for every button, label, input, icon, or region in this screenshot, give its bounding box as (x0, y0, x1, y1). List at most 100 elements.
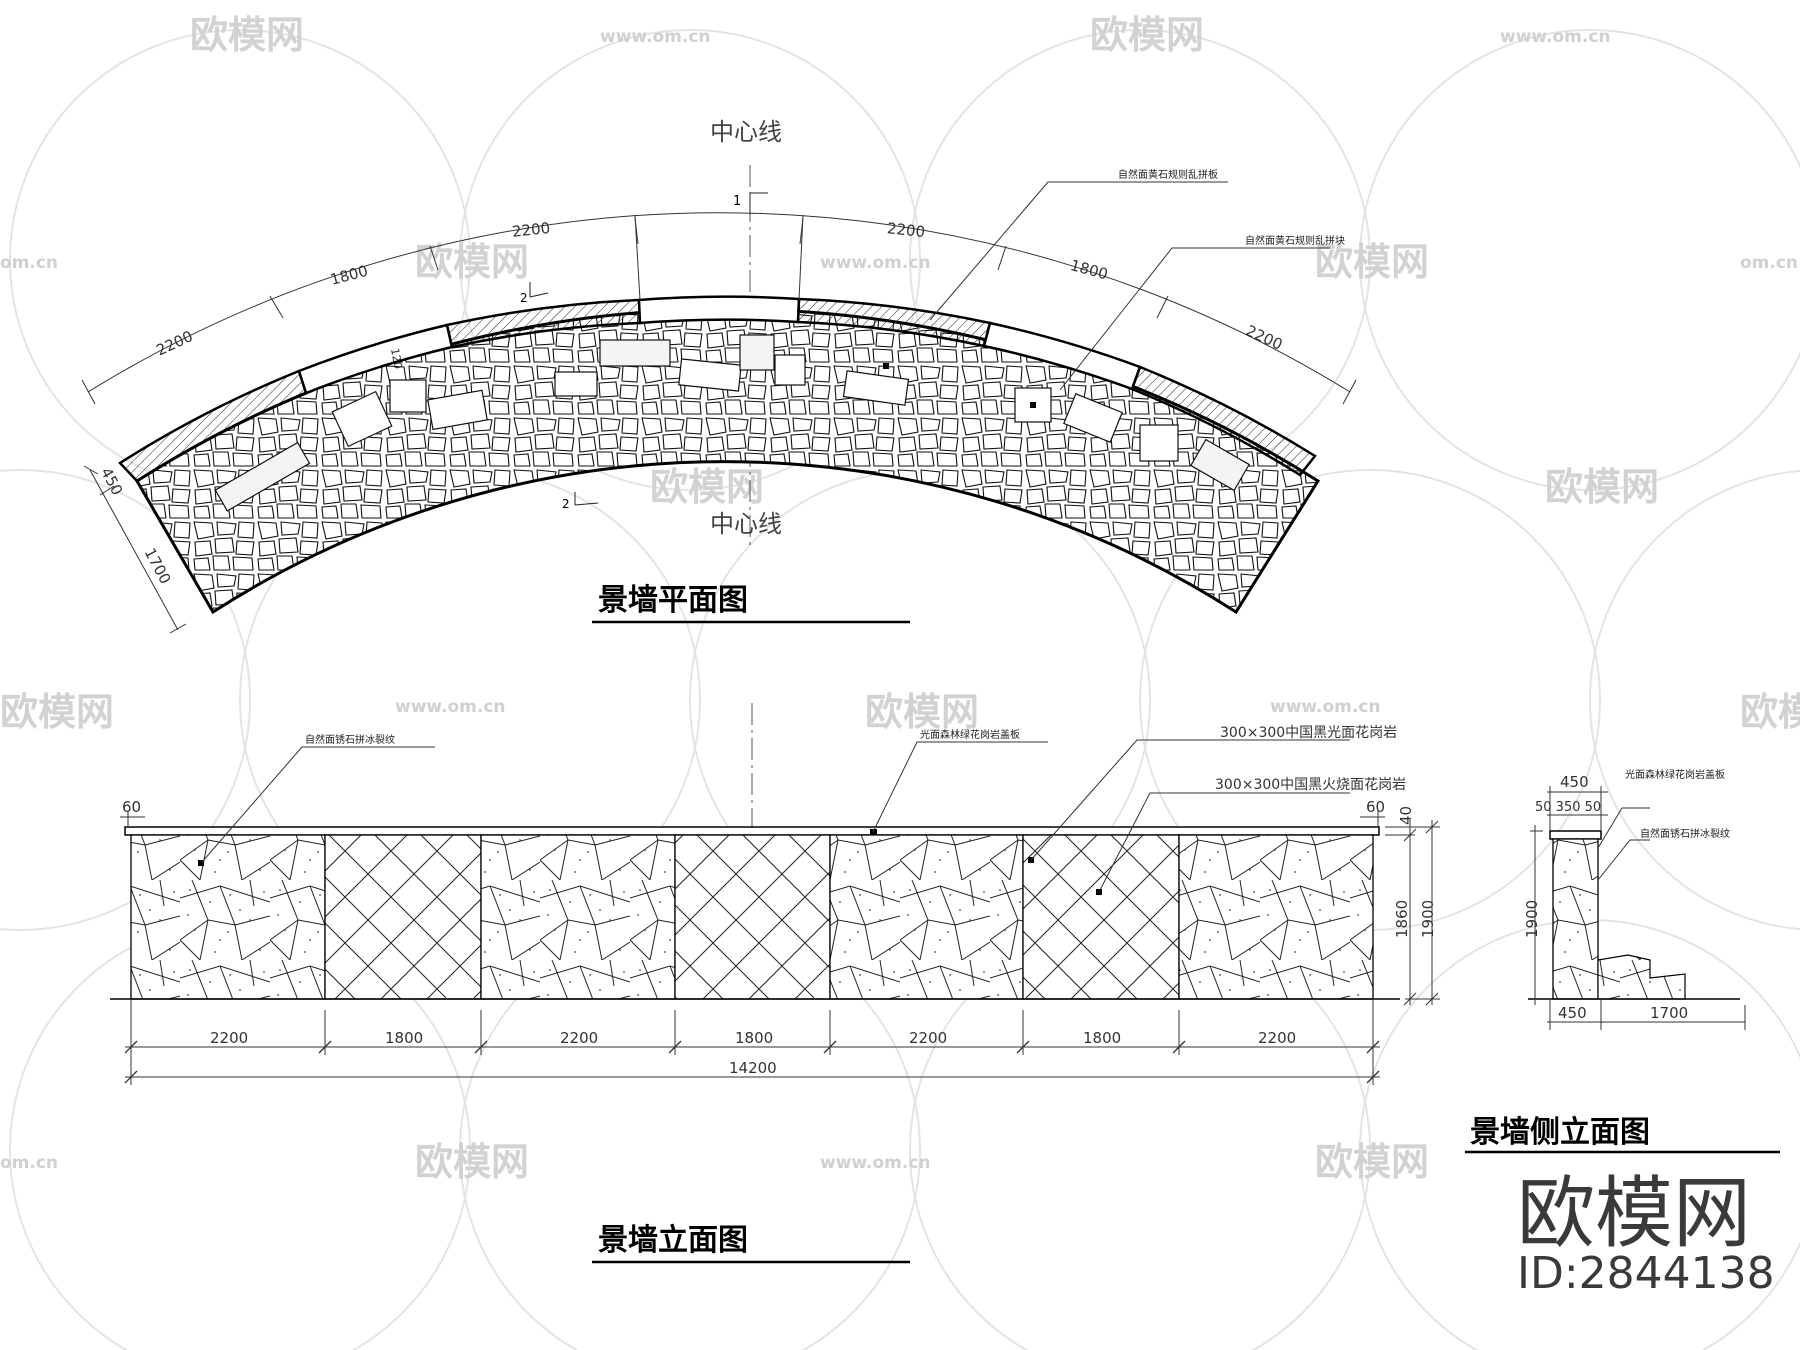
plan-view: 中心线 中心线 1 (81, 118, 1357, 634)
panel-diamond-tile (324, 834, 482, 1000)
brand-logo-text: 欧模网 (1517, 1169, 1751, 1259)
elevation-total-length: 14200 (729, 1059, 777, 1077)
elevation-marker-dot (198, 860, 204, 866)
panel-diamond-tile (674, 834, 831, 1000)
elevation-dim-body-height: 1860 (1393, 900, 1411, 938)
side-dim-base-b: 1700 (1650, 1004, 1688, 1022)
watermark-url: www.om.cn (820, 253, 931, 273)
section-mark-mid: 2 (520, 291, 528, 305)
watermark-url: www.om.cn (820, 1153, 931, 1173)
elevation-title: 景墙立面图 (598, 1223, 748, 1258)
side-note-cap: 光面森林绿花岗岩盖板 (1625, 768, 1725, 781)
plan-dim-right-2: 1800 (1068, 256, 1110, 283)
watermark-logo: 欧模网 (650, 465, 764, 509)
watermark-url: www.om.cn (600, 27, 711, 47)
brand-id: ID:2844138 (1517, 1248, 1775, 1299)
elevation-dim-cap-right: 60 (1366, 798, 1385, 816)
watermark-logo: 欧模网 (190, 13, 304, 57)
watermark-url: www.om.cn (1270, 697, 1381, 717)
watermark-url: www.om.cn (1500, 27, 1611, 47)
side-dim-height: 1900 (1523, 900, 1541, 938)
section-mark-bottom: 2 (562, 497, 570, 511)
plan-dim-right-1: 2200 (886, 219, 926, 241)
elevation-dim-total-height: 1900 (1419, 900, 1437, 938)
side-steps (1528, 954, 1740, 1000)
watermark-url-fragment: om.cn (0, 253, 58, 273)
elevation-seg-4: 1800 (735, 1029, 773, 1047)
watermark-logo: 欧模网 (0, 690, 114, 734)
wall-segment-hatched (1130, 365, 1317, 477)
elevation-note-cap: 光面森林绿花岗岩盖板 (920, 728, 1020, 741)
elevation-seg-6: 1800 (1083, 1029, 1121, 1047)
elevation-panels (130, 834, 1374, 1000)
brand-stamp: 欧模网 ID:2844138 (1517, 1169, 1775, 1299)
watermark-logo: 欧模网 (1315, 240, 1429, 284)
side-note-face: 自然面锈石拼冰裂纹 (1640, 827, 1730, 840)
section-mark-bottom-tick (574, 492, 599, 506)
elevation-note-tile-1: 300×300中国黑光面花岗岩 (1220, 725, 1397, 741)
watermark-logo: 欧模网 (1740, 690, 1800, 734)
elevation-coping (124, 826, 1380, 836)
watermark-logo: 欧模网 (1090, 13, 1204, 57)
elevation-view: 自然面锈石拼冰裂纹 光面森林绿花岗岩盖板 300×300中国黑光面花岗岩 300… (110, 703, 1440, 1264)
panel-crazy-paving (829, 834, 1024, 1000)
side-wall-cap (1549, 830, 1602, 840)
watermark-url: www.om.cn (395, 697, 506, 717)
plan-dim-left-2: 1800 (328, 262, 370, 289)
elevation-seg-5: 2200 (909, 1029, 947, 1047)
wall-segment-plain (637, 295, 801, 325)
plan-marker-dot (883, 363, 889, 369)
elevation-height-dims (1385, 820, 1440, 1006)
side-dim-lines (1530, 786, 1746, 1030)
elevation-seg-3: 2200 (560, 1029, 598, 1047)
side-wall-body (1552, 838, 1599, 1000)
panel-diamond-tile (1022, 834, 1180, 1000)
plan-dim-left-3: 2200 (511, 219, 551, 241)
watermark-layer: 欧模网 欧模网 www.om.cn www.om.cn om.cn 欧模网 ww… (0, 13, 1800, 1184)
side-dim-width: 450 (1560, 773, 1589, 791)
side-dim-parts: 50 350 50 (1535, 800, 1601, 815)
plan-leaders (929, 181, 1330, 391)
plan-center-line-label-top: 中心线 (710, 118, 782, 146)
plan-note-1: 自然面黄石规则乱拼板 (1118, 168, 1218, 181)
elevation-note-tile-2: 300×300中国黑火烧面花岗岩 (1215, 777, 1406, 793)
elevation-seg-7: 2200 (1258, 1029, 1296, 1047)
section-mark-mid-tick (529, 282, 549, 298)
side-elevation-view: 450 50 350 50 光面森林绿花岗岩盖板 自然面锈石拼冰裂纹 1900 … (1465, 768, 1780, 1154)
plan-radial-dimension (83, 465, 187, 634)
plan-wall-band (118, 295, 1317, 483)
stone-slabs (214, 334, 1250, 512)
panel-crazy-paving (480, 834, 676, 1000)
elevation-dim-top: 40 (1397, 806, 1415, 825)
plan-title: 景墙平面图 (598, 583, 748, 618)
elevation-bottom-dims (124, 1000, 1380, 1085)
elevation-dim-cap-left: 60 (122, 798, 141, 816)
watermark-logo: 欧模网 (1545, 465, 1659, 509)
side-title: 景墙侧立面图 (1470, 1115, 1650, 1150)
side-dim-base-a: 450 (1558, 1004, 1587, 1022)
panel-crazy-paving (130, 834, 326, 1000)
plan-dim-left-1: 2200 (153, 327, 195, 359)
watermark-logo: 欧模网 (415, 240, 529, 284)
section-mark-top: 1 (733, 194, 741, 209)
plan-marker-dot (1030, 402, 1036, 408)
plan-center-line-label-bottom: 中心线 (710, 510, 782, 538)
watermark-logo: 欧模网 (415, 1140, 529, 1184)
panel-crazy-paving (1178, 834, 1374, 1000)
elevation-seg-2: 1800 (385, 1029, 423, 1047)
elevation-seg-1: 2200 (210, 1029, 248, 1047)
plan-dim-small: 120 (388, 347, 404, 370)
elevation-leaders (201, 739, 1350, 893)
watermark-logo: 欧模网 (865, 690, 979, 734)
plan-dimension-arc (81, 212, 1357, 405)
elevation-note-left: 自然面锈石拼冰裂纹 (305, 733, 395, 746)
watermark-url-fragment: om.cn (1740, 253, 1798, 273)
watermark-url-fragment: om.cn (0, 1153, 58, 1173)
plan-dim-base-depth: 1700 (141, 545, 175, 587)
plan-dim-right-3: 2200 (1243, 321, 1285, 353)
plan-note-2: 自然面黄石规则乱拼块 (1245, 234, 1345, 247)
watermark-logo: 欧模网 (1315, 1140, 1429, 1184)
section-mark-top-tick (749, 192, 768, 215)
elevation-cap-dot (870, 829, 877, 836)
